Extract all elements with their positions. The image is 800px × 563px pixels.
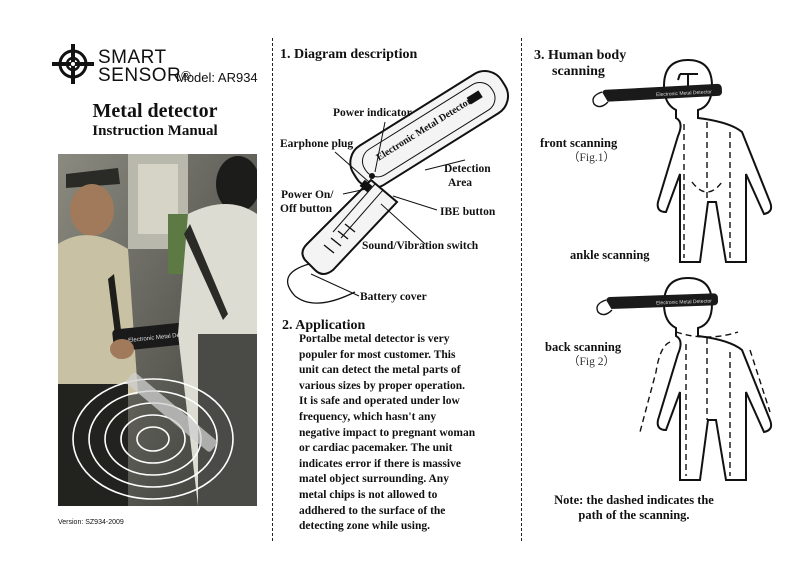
label-ibe-button: IBE button: [440, 206, 496, 218]
brand-line-sensor: SENSOR®: [98, 65, 192, 86]
scanning-heading-1: 3. Human body: [534, 48, 627, 63]
application-line: It is safe and operated under low: [299, 395, 460, 408]
application-line: matel object surrounding. Any: [299, 473, 449, 486]
fold-line-right: [521, 38, 522, 541]
fig2-device-label: Electronic Metal Detector: [656, 298, 712, 306]
fig1-device-label: Electronic Metal Detector: [656, 89, 712, 98]
smart-sensor-logo-icon: [52, 44, 94, 84]
application-line: detecting zone while using.: [299, 520, 430, 533]
application-line: addhered to the surface of the: [299, 504, 446, 517]
scanning-note: Note: the dashed indicates the path of t…: [528, 493, 740, 523]
model-number: Model: AR934: [176, 70, 258, 85]
application-line: indicates error if there is massive: [299, 457, 461, 470]
diagram-heading: 1. Diagram description: [280, 47, 418, 62]
label-battery-cover: Battery cover: [360, 291, 427, 303]
application-line: various sizes by proper operation.: [299, 379, 466, 392]
application-line: populer for most customer. This: [299, 348, 456, 361]
page-title: Metal detector: [92, 100, 218, 122]
fig1-label: （Fig.1）: [568, 152, 615, 164]
application-text: Portalbe metal detector is very populer …: [299, 332, 519, 535]
application-line: or cardiac pacemaker. The unit: [299, 442, 453, 455]
label-earphone-plug: Earphone plug: [280, 138, 354, 150]
registered-mark: ®: [181, 68, 192, 83]
back-scanning-label: back scanning: [545, 340, 622, 354]
note-line-2: path of the scanning.: [578, 508, 690, 522]
version-text: Version: SZ934-2009: [58, 519, 124, 526]
application-line: unit can detect the metal parts of: [299, 364, 461, 377]
application-line: Portalbe metal detector is very: [299, 333, 450, 345]
ankle-scanning-label: ankle scanning: [570, 248, 650, 262]
note-line-1: Note: the dashed indicates the: [554, 493, 714, 507]
back-scanning-figure: Electronic Metal Detector: [596, 276, 773, 481]
detector-diagram: Electronic Metal Detector: [286, 70, 510, 304]
label-detection-area-2: Area: [448, 177, 473, 189]
label-power-on-1: Power On/: [281, 189, 334, 201]
front-scanning-figure: Electronic Metal Detector: [592, 58, 773, 263]
application-line: negative impact to pregnant woman: [299, 426, 476, 439]
scanning-heading-2: scanning: [552, 64, 605, 79]
page-subtitle: Instruction Manual: [92, 123, 218, 139]
application-line: frequency, which hasn't any: [299, 410, 437, 423]
application-line: metal chips is not allowed to: [299, 488, 438, 501]
label-power-on-2: Off button: [280, 203, 333, 215]
cover-photo: Electronic Metal Detector: [58, 154, 257, 506]
fold-line-left: [272, 38, 273, 541]
fig2-label: （Fig 2）: [568, 356, 615, 368]
front-scanning-label: front scanning: [540, 136, 618, 150]
label-detection-area-1: Detection: [444, 163, 491, 175]
application-heading: 2. Application: [282, 318, 366, 333]
brand-line-smart: SMART: [98, 47, 167, 68]
label-power-indicator: Power indicator: [333, 107, 412, 119]
label-sound-switch: Sound/Vibration switch: [362, 240, 479, 252]
